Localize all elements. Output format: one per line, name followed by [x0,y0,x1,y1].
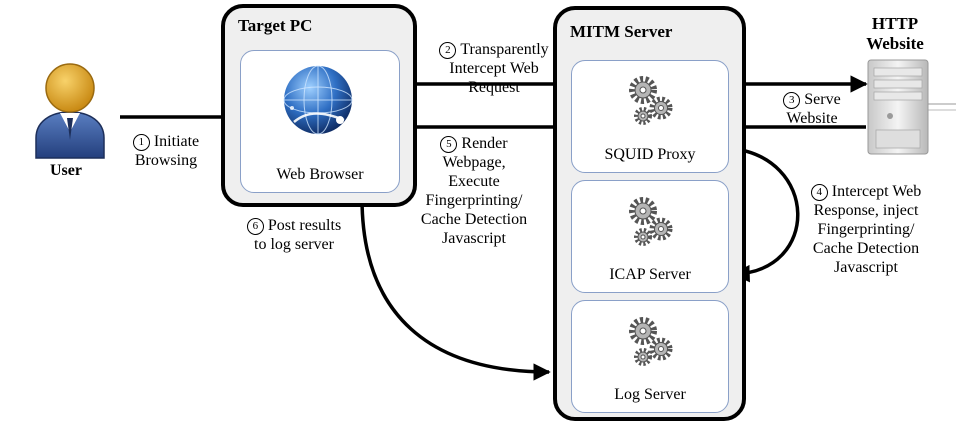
gears-icon [629,76,673,125]
step-number-badge: 2 [439,42,457,59]
server-icon [867,59,956,155]
squid-proxy-label: SQUID Proxy [604,146,696,163]
squid-proxy-box [571,60,729,173]
web-browser-label: Web Browser [276,166,364,183]
log-server-label: Log Server [614,386,686,403]
globe-icon [283,65,353,135]
user-icon [35,63,105,159]
step-number-badge: 1 [132,134,150,151]
user-label: User [50,162,82,179]
mitm-server-title: MITM Server [570,22,673,41]
step-number-badge: 4 [810,184,828,201]
http-website-title: HTTP Website [866,14,924,53]
arrow-post-results [360,197,551,381]
gears-icon [629,317,673,366]
step-number-badge: 5 [440,136,458,153]
step-number-badge: 6 [246,218,264,235]
icap-server-label: ICAP Server [609,266,691,283]
step-number-badge: 3 [783,92,801,109]
target-pc-title: Target PC [238,16,313,35]
arrow-intercept-response [727,146,800,283]
gears-icon [629,197,673,246]
